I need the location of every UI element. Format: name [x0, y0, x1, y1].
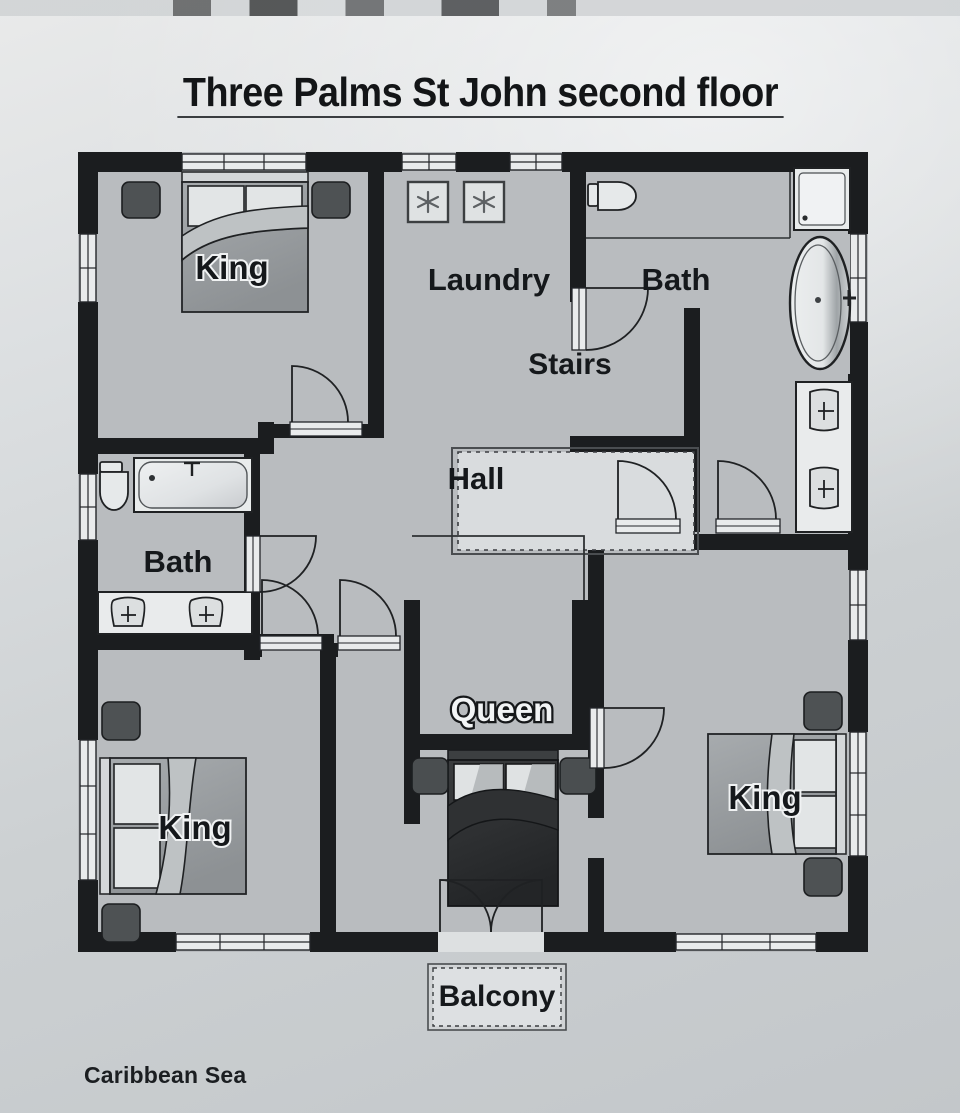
door-queen-right [589, 707, 665, 769]
room-label-hall: Hall [448, 461, 505, 496]
nightstand [559, 757, 597, 795]
nightstand [411, 757, 449, 795]
double-vanity-icon [795, 381, 853, 533]
hall-doors-south [259, 579, 401, 651]
bath-top-right [571, 167, 856, 533]
bath-left [97, 457, 317, 635]
double-vanity-icon [97, 591, 253, 635]
nightstand [121, 181, 161, 219]
laundry-room [406, 180, 506, 224]
shower-stall-icon [793, 167, 851, 231]
door-hall-left [259, 579, 323, 651]
door-bath-left [245, 535, 317, 593]
room-label-laundry: Laundry [428, 262, 551, 297]
window-right-2 [849, 569, 867, 641]
toilet-icon [99, 461, 129, 511]
bedroom-top-left [121, 171, 363, 437]
room-label-bath-top-right: Bath [642, 262, 711, 297]
soaking-tub-icon [788, 234, 856, 374]
room-label-queen: Queen [451, 691, 554, 728]
bedroom-bottom-left [99, 701, 247, 943]
washer-icon [406, 180, 450, 224]
stairs [451, 447, 699, 555]
door-right-b [715, 460, 781, 534]
bathtub-icon [133, 457, 253, 513]
window-left-3 [79, 739, 97, 881]
window-top-1 [181, 153, 307, 171]
window-left-2 [79, 473, 97, 541]
floor-plan-svg: King Laundry Bath Stairs Hall Bath Queen… [78, 152, 868, 1031]
floor-plan: King Laundry Bath Stairs Hall Bath Queen… [0, 140, 960, 1040]
nightstand [803, 857, 843, 897]
room-labels: King Laundry Bath Stairs Hall Bath Queen… [144, 247, 804, 1013]
room-label-king-bottom-left: King [158, 809, 231, 846]
room-label-bath-left: Bath [144, 544, 213, 579]
hall-doors-right [615, 460, 781, 534]
toilet-icon [587, 181, 637, 211]
bedroom-bottom-right [707, 691, 847, 897]
bedroom-center [411, 535, 665, 907]
window-right-1 [849, 233, 867, 323]
window-left-1 [79, 233, 97, 303]
window-right-3 [849, 731, 867, 857]
plan-caption: Caribbean Sea [84, 1062, 247, 1088]
photo-top-edge-strip [0, 0, 960, 16]
nightstand [101, 701, 141, 741]
window-bottom-2 [675, 933, 817, 951]
nightstand [803, 691, 843, 731]
room-label-king-top-left: King [195, 249, 268, 286]
window-bottom-1 [175, 933, 311, 951]
door-hall-right [337, 579, 401, 651]
balcony-slab [427, 963, 567, 1031]
room-label-king-bottom-right: King [728, 779, 801, 816]
room-label-balcony: Balcony [439, 980, 556, 1013]
room-label-stairs: Stairs [528, 348, 611, 381]
door-bedroom-top-left [289, 365, 363, 437]
windows [79, 153, 867, 951]
nightstand [101, 903, 141, 943]
balcony-doors [438, 879, 544, 952]
door-bath-top-right [571, 287, 649, 351]
door-right-a [615, 460, 681, 534]
nightstand [311, 181, 351, 219]
window-top-3 [509, 153, 563, 171]
window-top-2 [401, 153, 457, 171]
dryer-icon [462, 180, 506, 224]
